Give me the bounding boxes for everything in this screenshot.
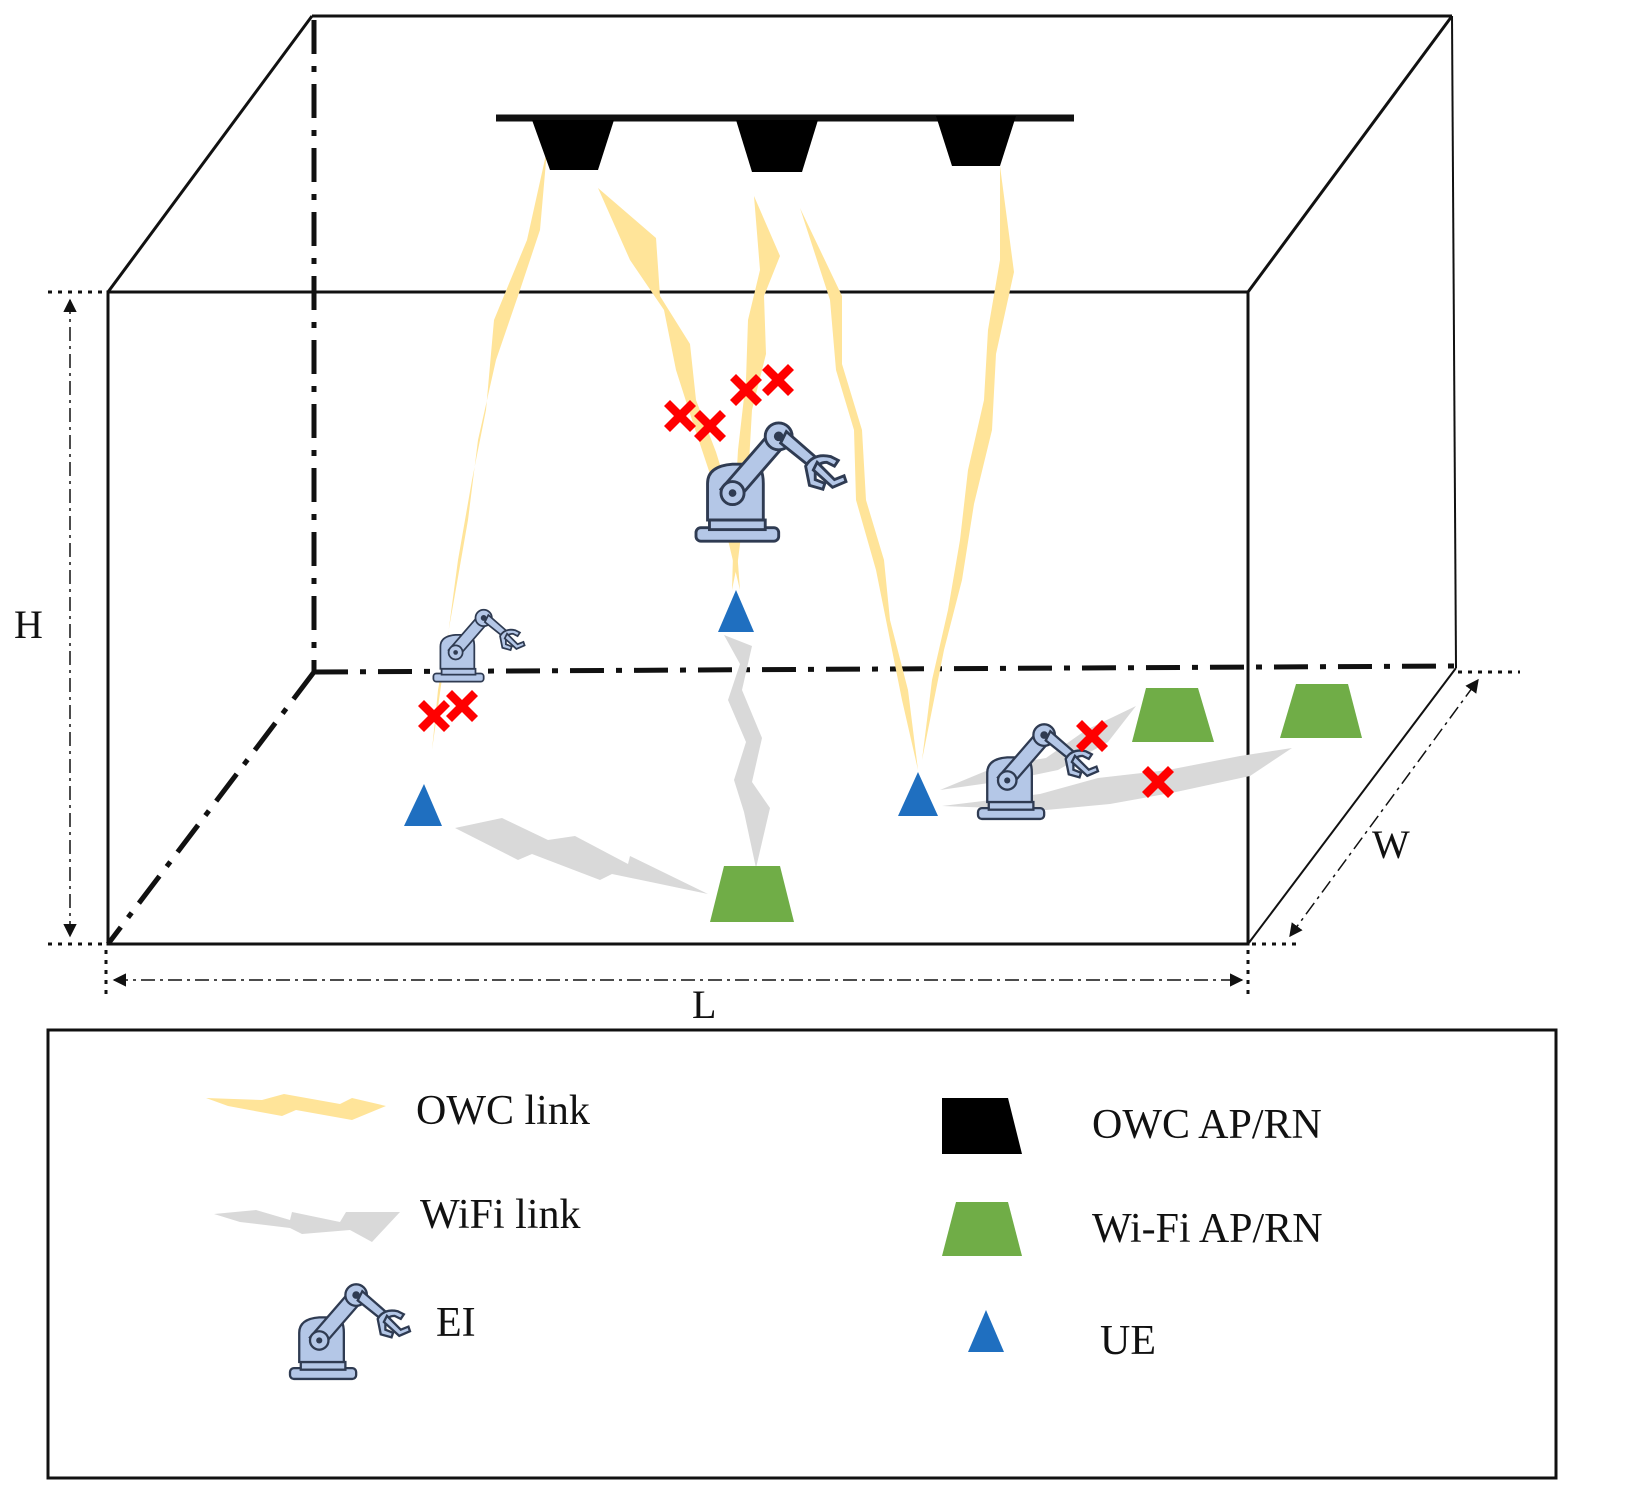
owc-access-points <box>532 116 1016 172</box>
legend-wifi-link-label: WiFi link <box>420 1192 581 1238</box>
legend-owc-link-swatch <box>206 1094 386 1120</box>
wifi-link-right-upper <box>940 706 1136 790</box>
length-label: L <box>692 982 716 1027</box>
robot-arm-icon <box>694 421 848 543</box>
legend-robot-arm-icon <box>288 1283 412 1381</box>
owc-link-1 <box>432 150 547 750</box>
owc-ap-3 <box>936 116 1016 166</box>
legend-wifi-ap-swatch <box>942 1202 1022 1256</box>
wifi-ap-bottom <box>710 866 794 922</box>
width-label: W <box>1372 822 1410 867</box>
blocked-x-icon <box>446 690 478 722</box>
wifi-ap-right-1 <box>1132 688 1214 742</box>
blocked-x-icon <box>762 364 794 396</box>
legend-wifi-ap-label: Wi-Fi AP/RN <box>1092 1206 1323 1252</box>
ue-right <box>898 772 938 816</box>
legend-box <box>46 1028 1558 1480</box>
owc-ap-2 <box>736 120 818 172</box>
wifi-link-bottom-left <box>455 818 708 894</box>
wifi-access-points <box>710 684 1362 922</box>
legend-wifi-link-swatch <box>214 1210 400 1242</box>
legend-owc-link-label: OWC link <box>416 1088 590 1134</box>
owc-ap-1 <box>532 120 614 170</box>
blocked-link-marks <box>418 364 1174 798</box>
wifi-link-right-lower <box>942 748 1292 810</box>
wifi-link-vertical <box>724 635 770 868</box>
legend-ue-label: UE <box>1100 1318 1156 1364</box>
wifi-ap-right-2 <box>1280 684 1362 738</box>
ue-center <box>718 590 754 632</box>
room-wireframe <box>106 14 1457 946</box>
ue-left <box>404 784 442 826</box>
blocked-x-icon <box>418 700 450 732</box>
legend-owc-ap-label: OWC AP/RN <box>1092 1102 1322 1148</box>
wifi-links <box>455 635 1292 894</box>
dimension-lines <box>48 290 1520 996</box>
user-equipment <box>404 590 938 826</box>
legend-ei-label: EI <box>436 1300 476 1346</box>
legend-ue-swatch <box>968 1310 1004 1352</box>
owc-links <box>432 150 1014 770</box>
owc-link-5 <box>922 166 1014 760</box>
owc-link-4 <box>800 208 918 770</box>
legend-owc-ap-swatch <box>942 1098 1022 1154</box>
height-label: H <box>14 602 43 647</box>
legend: OWC link WiFi link EI OWC AP/RN Wi-Fi AP… <box>46 1028 1558 1480</box>
